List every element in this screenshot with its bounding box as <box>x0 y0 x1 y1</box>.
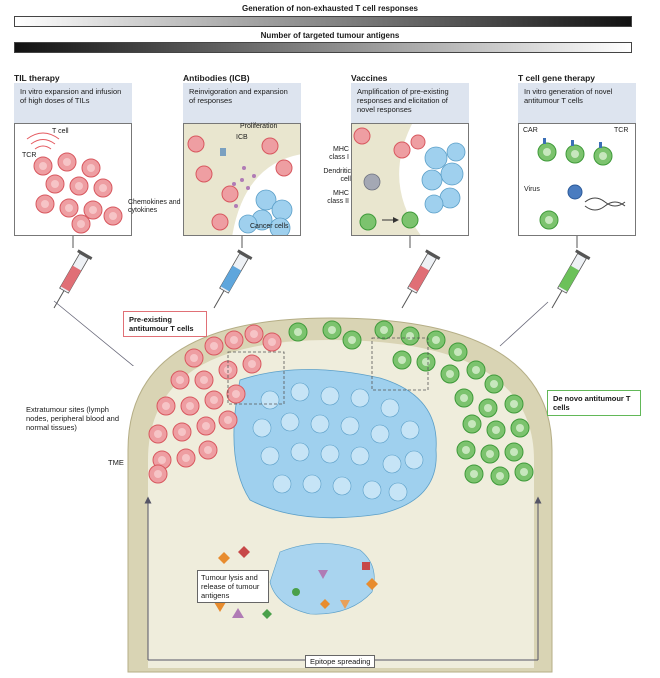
vac-dc-label: Dendritic cell <box>323 168 351 183</box>
syringe-til <box>53 236 134 366</box>
column-desc-icb: Reinvigoration and expansion of response… <box>183 83 301 123</box>
column-desc-til: In vitro expansion and infusion of high … <box>14 83 132 123</box>
gene-virus-label: Virus <box>524 186 540 193</box>
icb-icb-label: ICB <box>236 134 248 141</box>
tumour-antigens <box>214 546 378 619</box>
extratumour-label: Extratumour sites (lymph nodes, peripher… <box>26 405 119 432</box>
column-desc-vaccines: Amplification of pre-existing responses … <box>351 83 469 123</box>
tme-label: TME <box>108 458 124 467</box>
icb-scene <box>187 135 300 235</box>
bar2-label: Number of targeted tumour antigens <box>260 31 400 40</box>
til-tcell-cluster <box>26 132 123 234</box>
panel-vaccines <box>351 123 469 236</box>
column-title-vaccines: Vaccines <box>351 73 388 83</box>
panel-til <box>14 123 132 236</box>
vac-mhc2-label: MHC class II <box>327 190 349 205</box>
gradient-bar-antigens <box>14 42 632 53</box>
til-tcr-label: TCR <box>22 152 37 159</box>
denovo-callout: De novo antitumour T cells <box>547 390 641 416</box>
icb-chemokines-label: Chemokines and cytokines <box>128 199 181 214</box>
bar1-label: Generation of non-exhausted T cell respo… <box>241 4 419 13</box>
vac-mhc1-label: MHC class I <box>329 146 349 161</box>
column-title-icb: Antibodies (ICB) <box>183 73 250 83</box>
syringe-gene <box>499 236 591 347</box>
syringe-icb <box>213 236 253 309</box>
syringes-layer <box>53 236 591 366</box>
column-title-gene: T cell gene therapy <box>518 73 595 83</box>
lysis-label: Tumour lysis and release of tumour antig… <box>197 570 269 603</box>
gradient-bar-exhaustion <box>14 16 632 27</box>
gene-tcr-label: TCR <box>614 127 629 134</box>
gene-scene <box>537 138 626 230</box>
syringe-vaccine <box>401 236 441 309</box>
tumour-compartment <box>127 317 553 673</box>
lysed-tumour <box>269 543 375 615</box>
vaccine-scene <box>353 124 468 235</box>
panel-icb <box>183 123 301 236</box>
column-title-til: TIL therapy <box>14 73 60 83</box>
column-desc-gene: In vitro generation of novel antitumour … <box>518 83 636 123</box>
til-tcell-label: T cell <box>52 128 69 135</box>
icb-cancer-label: Cancer cells <box>250 223 289 230</box>
gene-car-label: CAR <box>523 127 538 134</box>
icb-proliferation-label: Proliferation <box>240 123 278 130</box>
epitope-label: Epitope spreading <box>305 655 376 668</box>
panel-gene <box>518 123 636 236</box>
preexisting-callout: Pre-existing antitumour T cells <box>123 311 207 337</box>
